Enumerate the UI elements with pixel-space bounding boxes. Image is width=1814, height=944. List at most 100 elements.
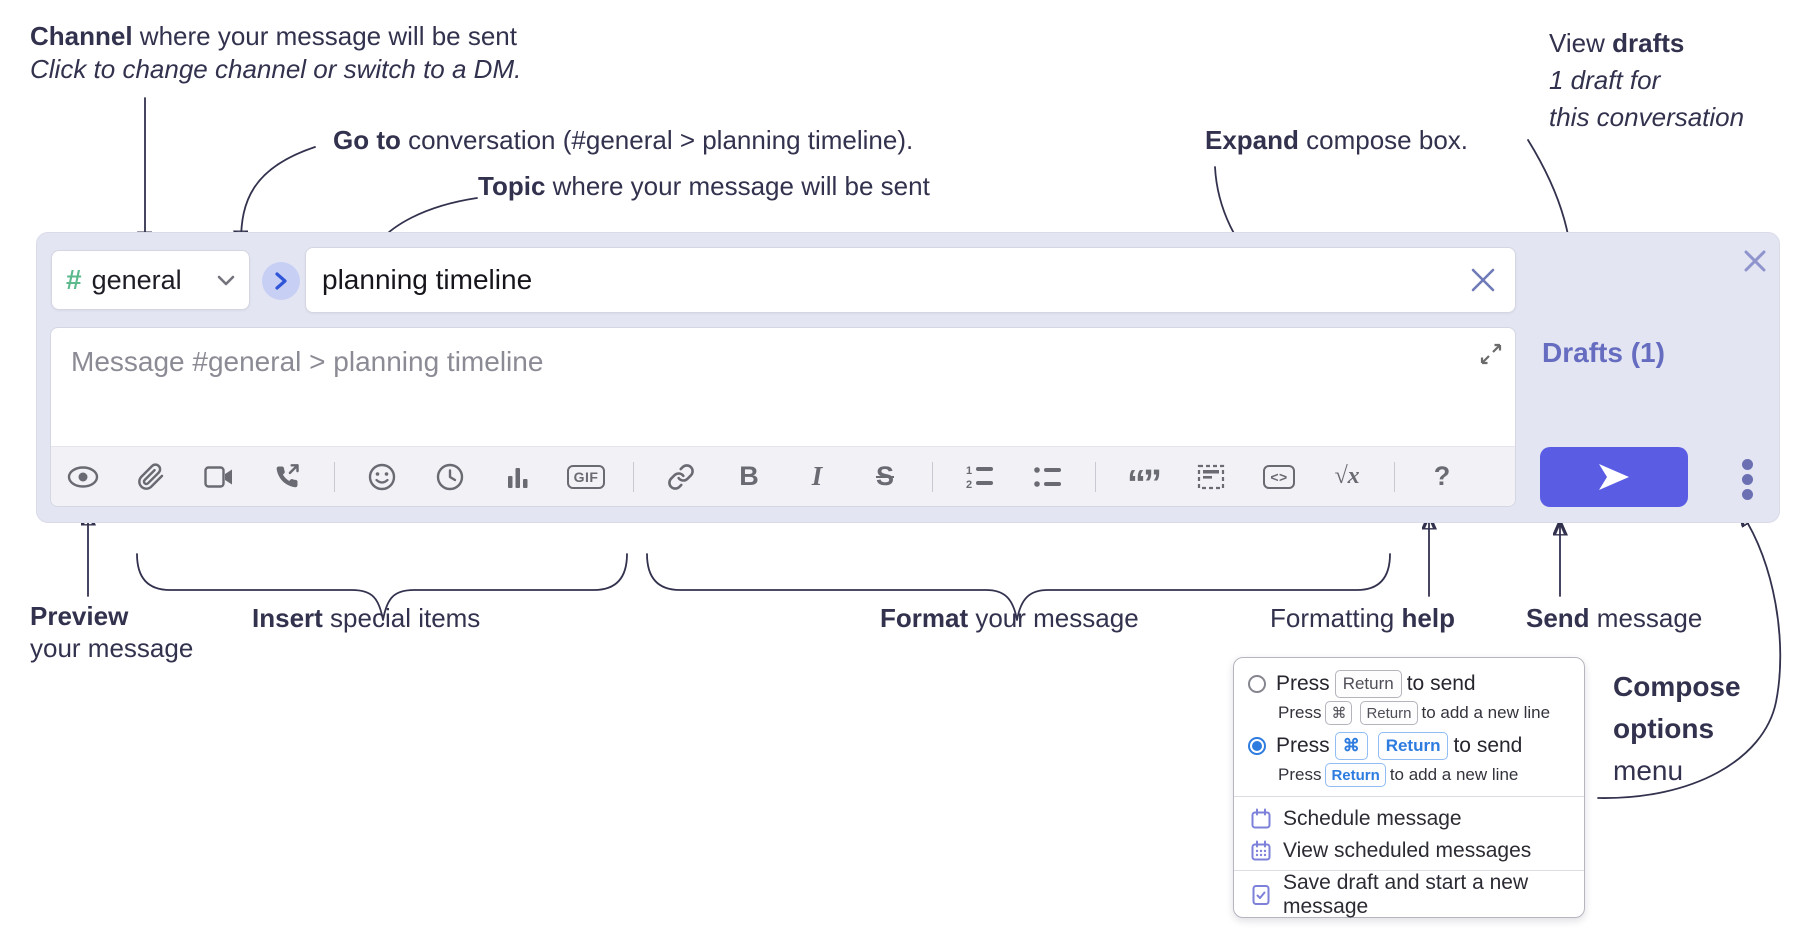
expand-icon: [1480, 343, 1502, 365]
annotation-format-rest: your message: [968, 603, 1139, 633]
bold-button[interactable]: B: [739, 461, 759, 491]
clear-icon: [1471, 268, 1495, 292]
annotation-goto: Go to conversation (#general > planning …: [333, 124, 913, 157]
menu-item-schedule-message[interactable]: Schedule message: [1234, 804, 1584, 834]
italic-button[interactable]: I: [811, 461, 823, 491]
kebab-dot: [1741, 473, 1753, 485]
channel-selector[interactable]: # general: [51, 250, 250, 310]
message-formatting-help-button[interactable]: ?: [1433, 461, 1451, 491]
numbered-list-button[interactable]: 1 2: [961, 455, 999, 499]
sub-press-label: Press: [1278, 703, 1322, 722]
eye-icon: [67, 465, 99, 488]
send-option-enter[interactable]: Press Return to send: [1234, 670, 1584, 698]
code-button[interactable]: <>: [1260, 455, 1298, 499]
annotation-expand-bold: Expand: [1205, 125, 1299, 155]
compose-options-popup: Press Return to send Press ⌘ Return to a…: [1233, 657, 1585, 918]
preview-button[interactable]: [64, 455, 102, 499]
save-draft-icon: [1252, 885, 1270, 905]
kebab-dot: [1741, 488, 1753, 500]
annotation-compose-options-line3: menu: [1613, 755, 1684, 786]
annotation-preview-line2: your message: [30, 633, 194, 663]
annotation-channel-sub: Click to change channel or switch to a D…: [30, 54, 522, 84]
clear-topic-button[interactable]: [1465, 262, 1501, 298]
annotation-help-bold: help: [1401, 603, 1455, 633]
sub-newline-label: to add a new line: [1421, 703, 1551, 722]
add-global-time-button[interactable]: [431, 455, 469, 499]
annotation-topic: Topic where your message will be sent: [478, 170, 930, 203]
strikethrough-button[interactable]: S: [875, 461, 894, 491]
annotation-insert: Insert special items: [252, 602, 480, 635]
calendar-dots-icon: [1251, 840, 1271, 861]
annotation-view-drafts-line3: this conversation: [1549, 102, 1745, 132]
annotation-help-pre: Formatting: [1270, 603, 1402, 633]
menu-item-label: Schedule message: [1283, 807, 1462, 830]
send-option-cmd-enter[interactable]: Press ⌘ Return to send: [1234, 732, 1584, 760]
toolbar-divider: [1394, 461, 1395, 492]
sub-press-label: Press: [1278, 765, 1322, 784]
message-input[interactable]: Message #general > planning timeline: [71, 346, 544, 377]
compose-toolbar: GIF B I S 1 2: [51, 446, 1515, 506]
annotation-view-drafts-bold: drafts: [1612, 28, 1685, 58]
insert-link-button[interactable]: [662, 455, 700, 499]
annotation-preview-bold: Preview: [30, 601, 129, 631]
return-keycap: Return: [1334, 670, 1402, 698]
message-compose-area: Message #general > planning timeline: [50, 327, 1516, 507]
annotation-goto-rest: conversation (#general > planning timeli…: [400, 125, 914, 155]
topic-input[interactable]: planning timeline: [305, 247, 1516, 313]
add-emoji-button[interactable]: [363, 455, 401, 499]
return-keycap-blue: Return: [1377, 732, 1449, 760]
code-icon: <>: [1263, 464, 1295, 489]
spoiler-button[interactable]: [1192, 455, 1230, 499]
gif-icon: GIF: [566, 464, 606, 489]
latex-button[interactable]: √x: [1334, 463, 1360, 489]
svg-text:2: 2: [966, 479, 972, 490]
annotation-compose-options-bold2: options: [1613, 713, 1715, 744]
toolbar-divider: [334, 461, 335, 492]
annotation-expand: Expand compose box.: [1205, 124, 1468, 157]
compose-options-menu-button[interactable]: [1729, 452, 1765, 506]
cmd-keycap: ⌘: [1325, 701, 1353, 725]
add-poll-button[interactable]: [499, 455, 537, 499]
goto-conversation-button[interactable]: [262, 262, 300, 300]
annotation-channel-rest: where your message will be sent: [132, 21, 517, 51]
annotation-insert-bold: Insert: [252, 603, 323, 633]
radio-unselected-icon[interactable]: [1248, 675, 1266, 693]
send-button[interactable]: [1540, 447, 1688, 507]
annotation-channel-bold: Channel: [30, 21, 133, 51]
add-voice-call-button[interactable]: [268, 455, 306, 499]
expand-compose-button[interactable]: [1475, 338, 1507, 370]
send-icon: [1599, 464, 1629, 490]
chevron-down-icon: [217, 275, 235, 285]
sub-newline-label: to add a new line: [1389, 765, 1519, 784]
radio-selected-icon[interactable]: [1248, 737, 1266, 755]
quote-button[interactable]: “”: [1127, 462, 1162, 505]
annotation-compose-options: Compose options menu: [1613, 666, 1741, 792]
menu-item-save-draft[interactable]: Save draft and start a new message: [1234, 871, 1584, 918]
add-video-call-button[interactable]: [200, 455, 238, 499]
return-keycap-blue: Return: [1325, 763, 1386, 787]
annotation-send-rest: message: [1589, 603, 1703, 633]
drafts-link[interactable]: Drafts (1): [1542, 337, 1665, 368]
smiley-icon: [368, 463, 396, 490]
annotation-expand-rest: compose box.: [1298, 125, 1469, 155]
annotation-view-drafts-pre: View: [1549, 28, 1613, 58]
annotation-view-drafts: View drafts 1 draft for this conversatio…: [1549, 25, 1744, 136]
bulleted-list-button[interactable]: [1029, 455, 1067, 499]
close-icon: [1744, 250, 1766, 272]
close-compose-button[interactable]: [1737, 243, 1773, 279]
annotation-topic-bold: Topic: [478, 171, 546, 201]
annotation-format-bold: Format: [880, 603, 969, 633]
bar-chart-icon: [508, 467, 528, 488]
menu-item-view-scheduled[interactable]: View scheduled messages: [1234, 836, 1584, 866]
menu-item-label: View scheduled messages: [1283, 839, 1532, 862]
attach-file-button[interactable]: [132, 455, 170, 499]
annotation-channel: Channel where your message will be sent …: [30, 20, 521, 86]
cmd-keycap-blue: ⌘: [1334, 732, 1368, 760]
svg-text:1: 1: [966, 465, 972, 477]
topic-value: planning timeline: [322, 264, 533, 295]
add-gif-button[interactable]: GIF: [566, 455, 606, 499]
chevron-right-icon: [275, 272, 287, 290]
toolbar-divider: [1095, 461, 1096, 492]
bulleted-list-icon: [1034, 466, 1061, 487]
annotation-send-bold: Send: [1526, 603, 1590, 633]
